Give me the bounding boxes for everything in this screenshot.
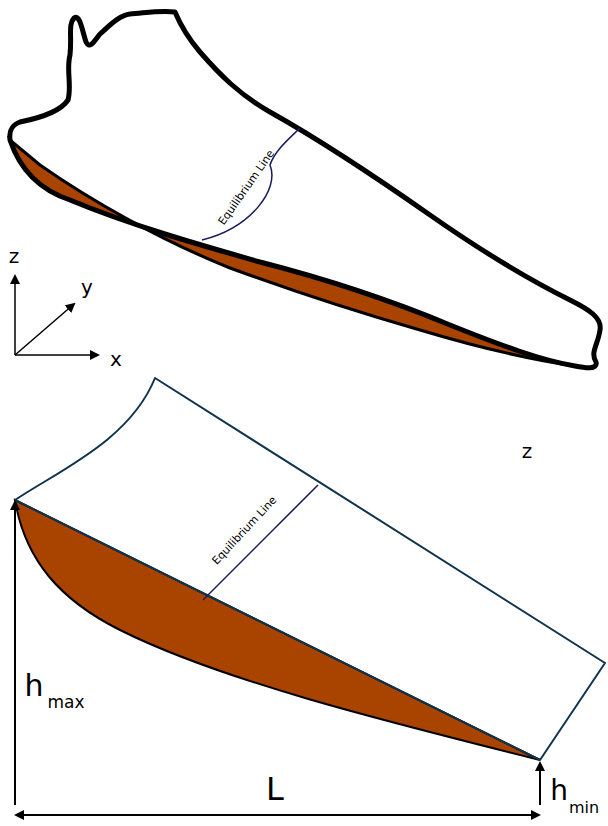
axes [15,276,98,355]
axis-label: y [81,277,93,297]
equilibrium-line [202,128,300,240]
dimension-subscript: max [47,694,84,711]
dimension-label: L [266,773,284,805]
axis-label: z [9,246,20,266]
dimension-subscript: min [569,800,599,816]
glacier-outline [10,11,600,367]
axis-label: x [110,349,122,369]
stray-label: z [522,441,533,461]
line-label: Equilibrium Line [210,494,279,566]
glacier-outline [15,378,605,760]
dimension-label: h [550,777,568,805]
dimension-label: h [24,671,43,701]
line-label: Equilibrium Line [216,147,276,226]
equilibrium-line [203,485,318,600]
dimension-arrows [15,502,540,815]
